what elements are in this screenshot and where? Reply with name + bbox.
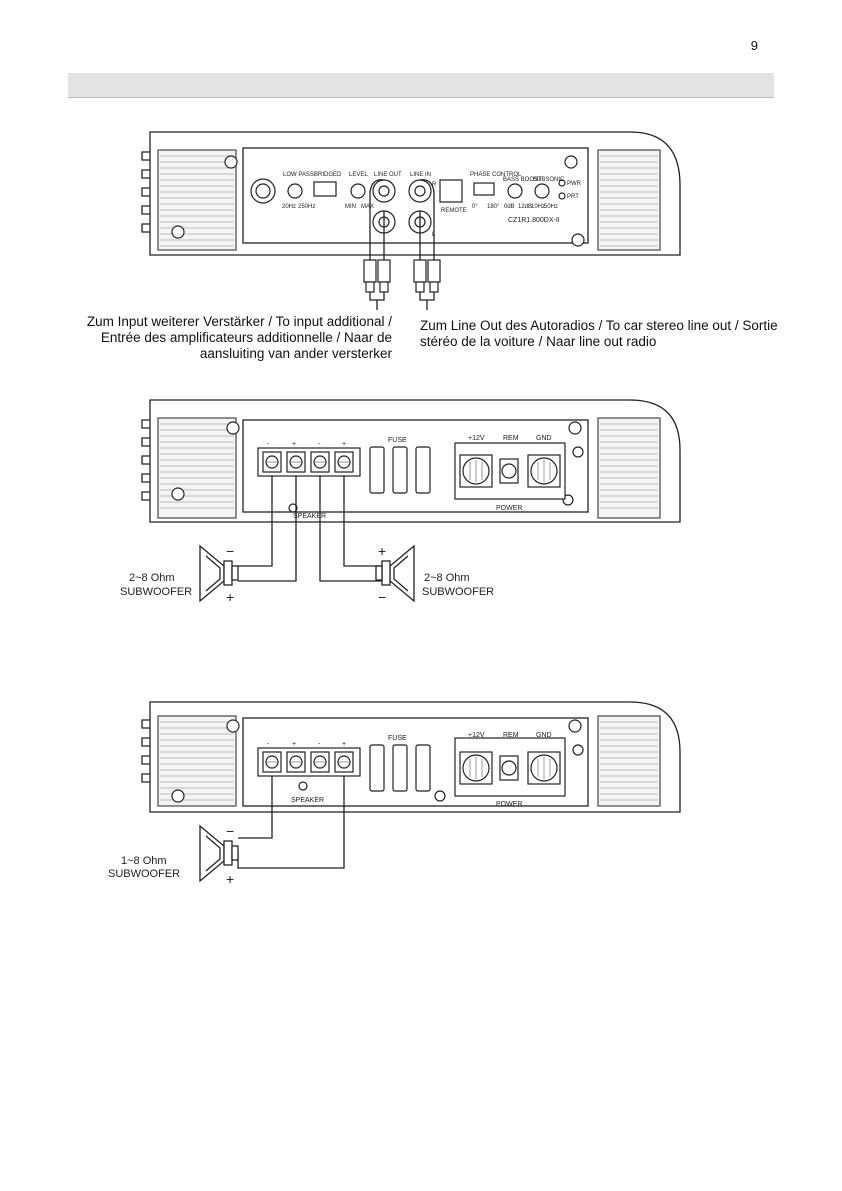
section-header-bar — [68, 73, 774, 98]
level-max-label: MAX — [361, 204, 374, 210]
caption-car-stereo-line-out: Zum Line Out des Autoradios / To car ste… — [420, 318, 778, 349]
page-number: 9 — [750, 38, 758, 53]
gnd-label: GND — [536, 435, 552, 442]
caption-additional-amplifier: Zum Input weiterer Verstärker / To input… — [86, 314, 392, 361]
sub-top-polarity: − — [226, 823, 234, 839]
level-min-label: MIN — [345, 204, 356, 210]
right-sub-bottom-polarity: − — [378, 589, 386, 605]
low-pass-min-label: 20Hz — [282, 204, 296, 210]
phase-0-label: 0° — [472, 204, 478, 210]
right-sub-ohm-label: 2~8 Ohm — [424, 572, 470, 584]
line-out-label: LINE OUT — [374, 172, 402, 178]
left-sub-name-label: SUBWOOFER — [120, 586, 192, 598]
bass-max-label: 12dB — [518, 204, 532, 210]
remote-label: REMOTE — [441, 208, 467, 214]
gnd-label: GND — [536, 732, 552, 739]
left-sub-bottom-polarity: + — [226, 589, 234, 605]
two-subwoofer-wiring-diagram: - + - + SPEAKER FUSE +12V REM GND POWER … — [120, 399, 681, 605]
left-sub-top-polarity: − — [226, 543, 234, 559]
low-pass-max-label: 250Hz — [298, 204, 315, 210]
sub-name-label: SUBWOOFER — [108, 868, 180, 880]
terminal-minus-2-label: - — [318, 741, 321, 748]
bridged-label: BRIDGED — [314, 172, 342, 178]
power-label: POWER — [496, 801, 522, 808]
terminal-plus-1-label: + — [292, 441, 296, 448]
l-label: L — [432, 232, 436, 238]
subsonic-label: SUBSONIC — [533, 177, 565, 183]
level-label: LEVEL — [349, 172, 368, 178]
sub-bottom-polarity: + — [226, 871, 234, 887]
subwoofer-icon — [199, 824, 239, 883]
fuse-label: FUSE — [388, 437, 407, 444]
sub-ohm-label: 1~8 Ohm — [121, 855, 167, 867]
power-label: POWER — [496, 505, 522, 512]
right-sub-top-polarity: + — [378, 543, 386, 559]
single-subwoofer-wiring-diagram: - + - + SPEAKER FUSE +12V REM GND POWER … — [108, 701, 681, 887]
rem-label: REM — [503, 732, 519, 739]
terminal-plus-1-label: + — [292, 741, 296, 748]
low-pass-label: LOW PASS — [283, 172, 314, 178]
terminal-minus-1-label: - — [267, 741, 270, 748]
terminal-plus-2-label: + — [342, 441, 346, 448]
terminal-plus-2-label: + — [342, 741, 346, 748]
phase-control-label: PHASE CONTROL — [470, 172, 522, 178]
fuse-label: FUSE — [388, 735, 407, 742]
line-in-label: LINE IN — [410, 172, 431, 178]
speaker-label: SPEAKER — [291, 797, 324, 804]
speaker-label: SPEAKER — [293, 513, 326, 520]
right-sub-name-label: SUBWOOFER — [422, 586, 494, 598]
prt-led-label: PRT — [567, 194, 579, 200]
plus-12v-label: +12V — [468, 435, 485, 442]
pwr-led-label: PWR — [567, 181, 582, 187]
subsonic-min-label: 10Hz — [531, 204, 545, 210]
amplifier-input-panel-diagram: LOW PASS 20Hz 250Hz BRIDGED LEVEL MIN MA… — [141, 131, 681, 310]
terminal-minus-2-label: - — [318, 441, 321, 448]
plus-12v-label: +12V — [468, 732, 485, 739]
phase-180-label: 180° — [487, 204, 500, 210]
r-label: R — [432, 182, 437, 188]
bass-boost-label: BASS BOOST — [503, 177, 542, 183]
rem-label: REM — [503, 435, 519, 442]
bass-min-label: 0dB — [504, 204, 515, 210]
terminal-minus-1-label: - — [267, 441, 270, 448]
right-subwoofer-icon — [375, 544, 415, 603]
model-label: CZ1R1.800DX-II — [508, 217, 560, 224]
subsonic-max-label: 50Hz — [544, 204, 558, 210]
left-subwoofer-icon — [199, 544, 239, 603]
left-sub-ohm-label: 2~8 Ohm — [129, 572, 175, 584]
